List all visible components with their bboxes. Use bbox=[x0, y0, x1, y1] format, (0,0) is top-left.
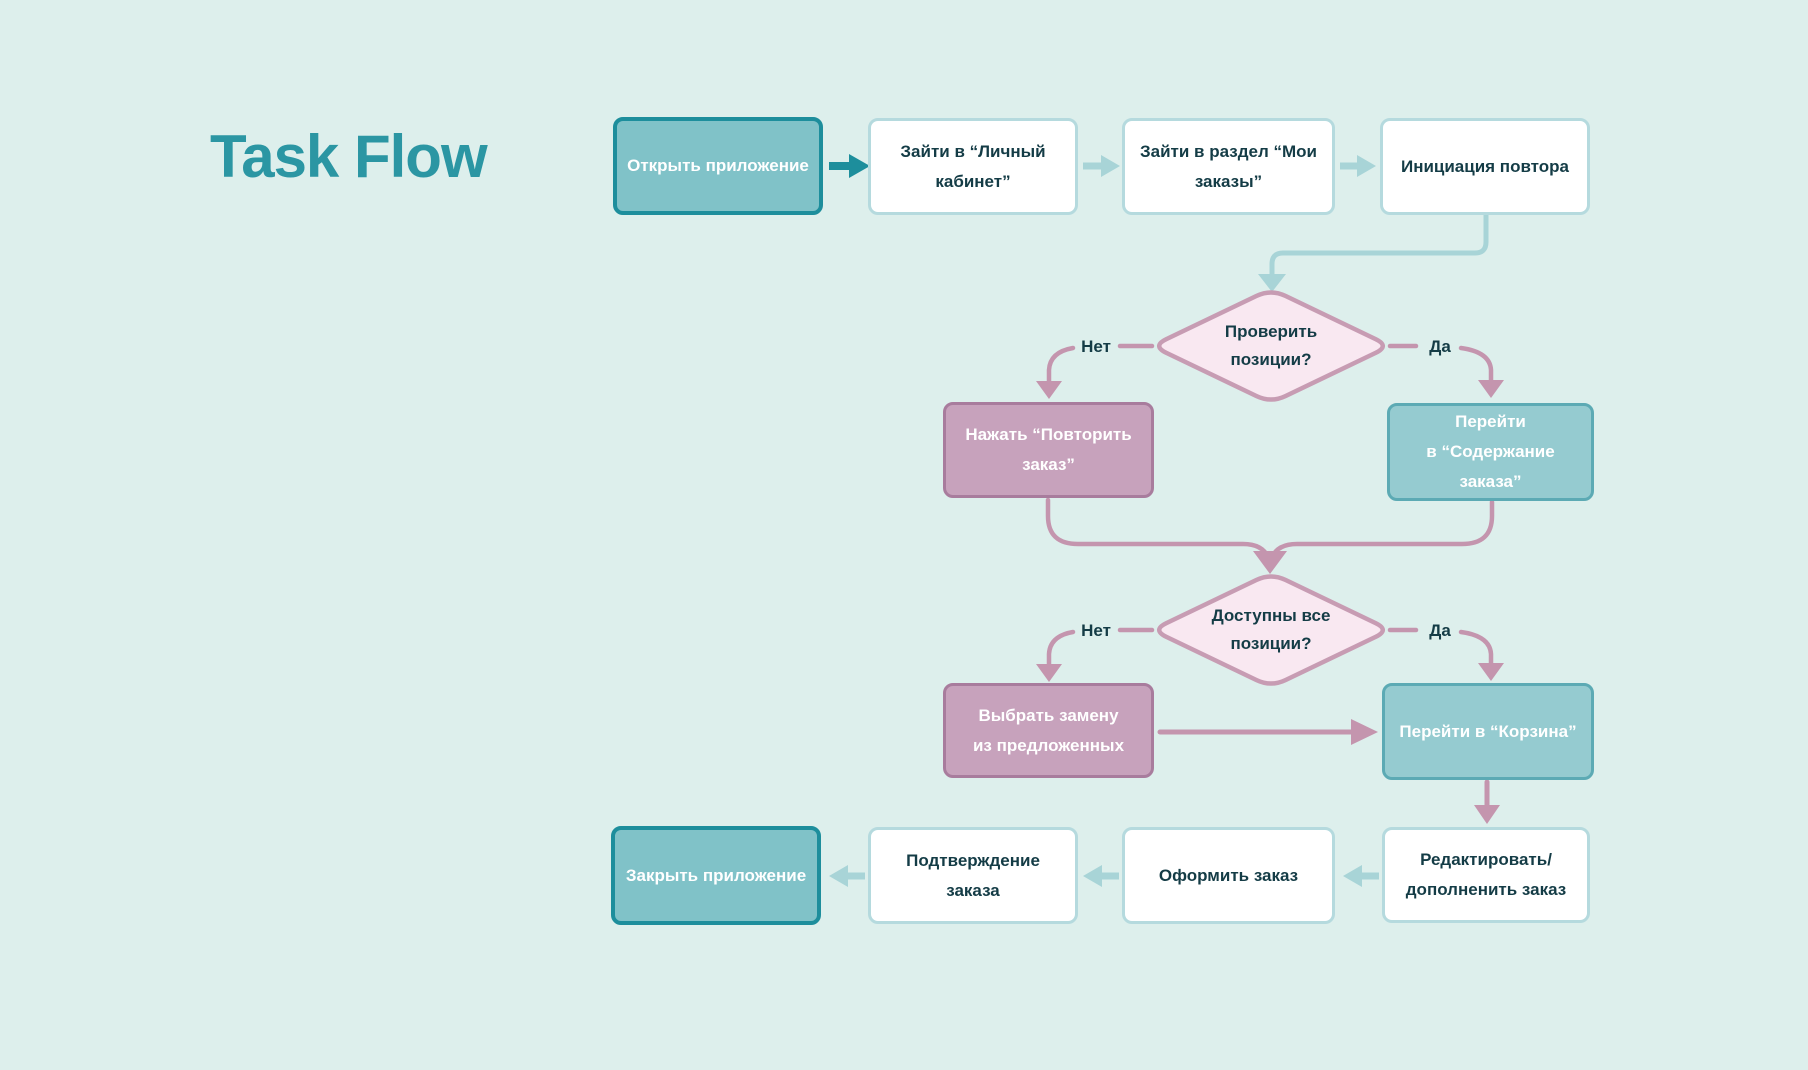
node-repeat-init: Инициация повтора bbox=[1380, 118, 1590, 215]
label-no-1: Нет bbox=[1081, 337, 1111, 356]
arrow-decision1-no bbox=[1036, 343, 1155, 399]
arrow-repeat-to-decision1 bbox=[1258, 212, 1489, 292]
arrow-decision2-yes bbox=[1387, 627, 1504, 681]
node-edit-order: Редактировать/ дополненить заказ bbox=[1382, 827, 1590, 923]
node-order-confirmation: Подтверждение заказа bbox=[868, 827, 1078, 924]
decision-all-available-shape bbox=[1157, 574, 1385, 686]
node-go-cart: Перейти в “Корзина” bbox=[1382, 683, 1594, 780]
decision-check-positions: Проверить позиции? bbox=[1224, 321, 1318, 369]
page-title: Task Flow bbox=[210, 123, 488, 190]
node-choose-replacement: Выбрать замену из предложенных bbox=[943, 683, 1154, 778]
node-my-orders: Зайти в раздел “Мои заказы” bbox=[1122, 118, 1335, 215]
arrow-merge-to-decision2 bbox=[1045, 497, 1495, 574]
node-close-app: Закрыть приложение bbox=[611, 826, 821, 925]
label-yes-1: Да bbox=[1429, 337, 1451, 356]
node-open-app: Открыть приложение bbox=[613, 117, 823, 215]
node-personal-account: Зайти в “Личный кабинет” bbox=[868, 118, 1078, 215]
arrow-edit-to-checkout bbox=[1343, 865, 1379, 887]
arrow-decision1-yes bbox=[1387, 343, 1504, 398]
decision-all-available: Доступны все позиции? bbox=[1211, 605, 1331, 653]
arrow-checkout-to-confirm bbox=[1083, 865, 1119, 887]
arrow-cart-to-edit bbox=[1474, 779, 1500, 824]
label-yes-2: Да bbox=[1429, 621, 1451, 640]
arrow-replacement-to-cart bbox=[1157, 719, 1378, 745]
arrow-confirm-to-close bbox=[829, 865, 865, 887]
arrow-decision2-no bbox=[1036, 627, 1155, 682]
arrow-orders-to-repeat bbox=[1340, 155, 1376, 177]
label-no-2: Нет bbox=[1081, 621, 1111, 640]
arrow-open-to-account bbox=[829, 154, 870, 178]
node-press-repeat: Нажать “Повторить заказ” bbox=[943, 402, 1154, 498]
node-checkout: Оформить заказ bbox=[1122, 827, 1335, 924]
decision-check-positions-shape bbox=[1157, 290, 1385, 402]
node-go-order-contents: Перейти в “Содержание заказа” bbox=[1387, 403, 1594, 501]
arrow-account-to-orders bbox=[1083, 155, 1120, 177]
